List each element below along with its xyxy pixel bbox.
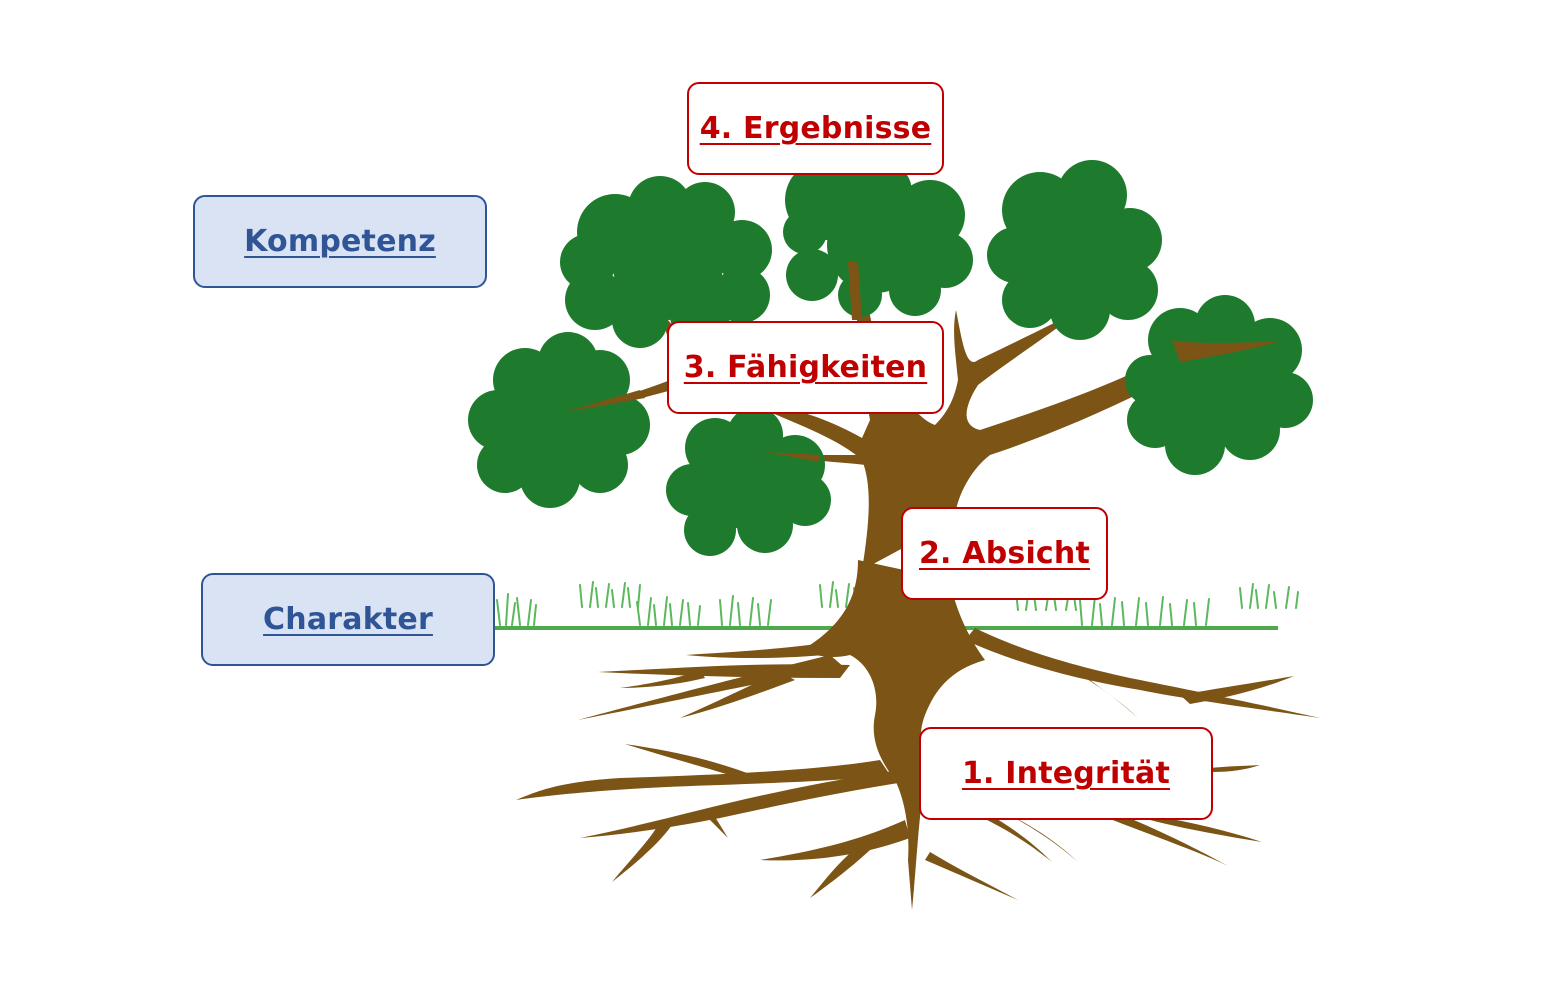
character-label: Charakter	[263, 602, 433, 637]
capabilities-label: 3. Fähigkeiten	[683, 350, 928, 385]
roots	[516, 560, 1320, 910]
integrity-label: 1. Integrität	[961, 756, 1170, 791]
competence-label: Kompetenz	[244, 224, 436, 259]
results-box: 4. Ergebnisse	[687, 82, 944, 175]
capabilities-box: 3. Fähigkeiten	[667, 321, 944, 414]
intent-box: 2. Absicht	[901, 507, 1108, 600]
competence-box: Kompetenz	[193, 195, 487, 288]
branches-over-foliage	[565, 262, 1278, 462]
character-box: Charakter	[201, 573, 495, 666]
intent-label: 2. Absicht	[918, 536, 1091, 571]
results-label: 4. Ergebnisse	[699, 111, 932, 146]
integrity-box: 1. Integrität	[919, 727, 1213, 820]
grass	[496, 581, 1299, 626]
